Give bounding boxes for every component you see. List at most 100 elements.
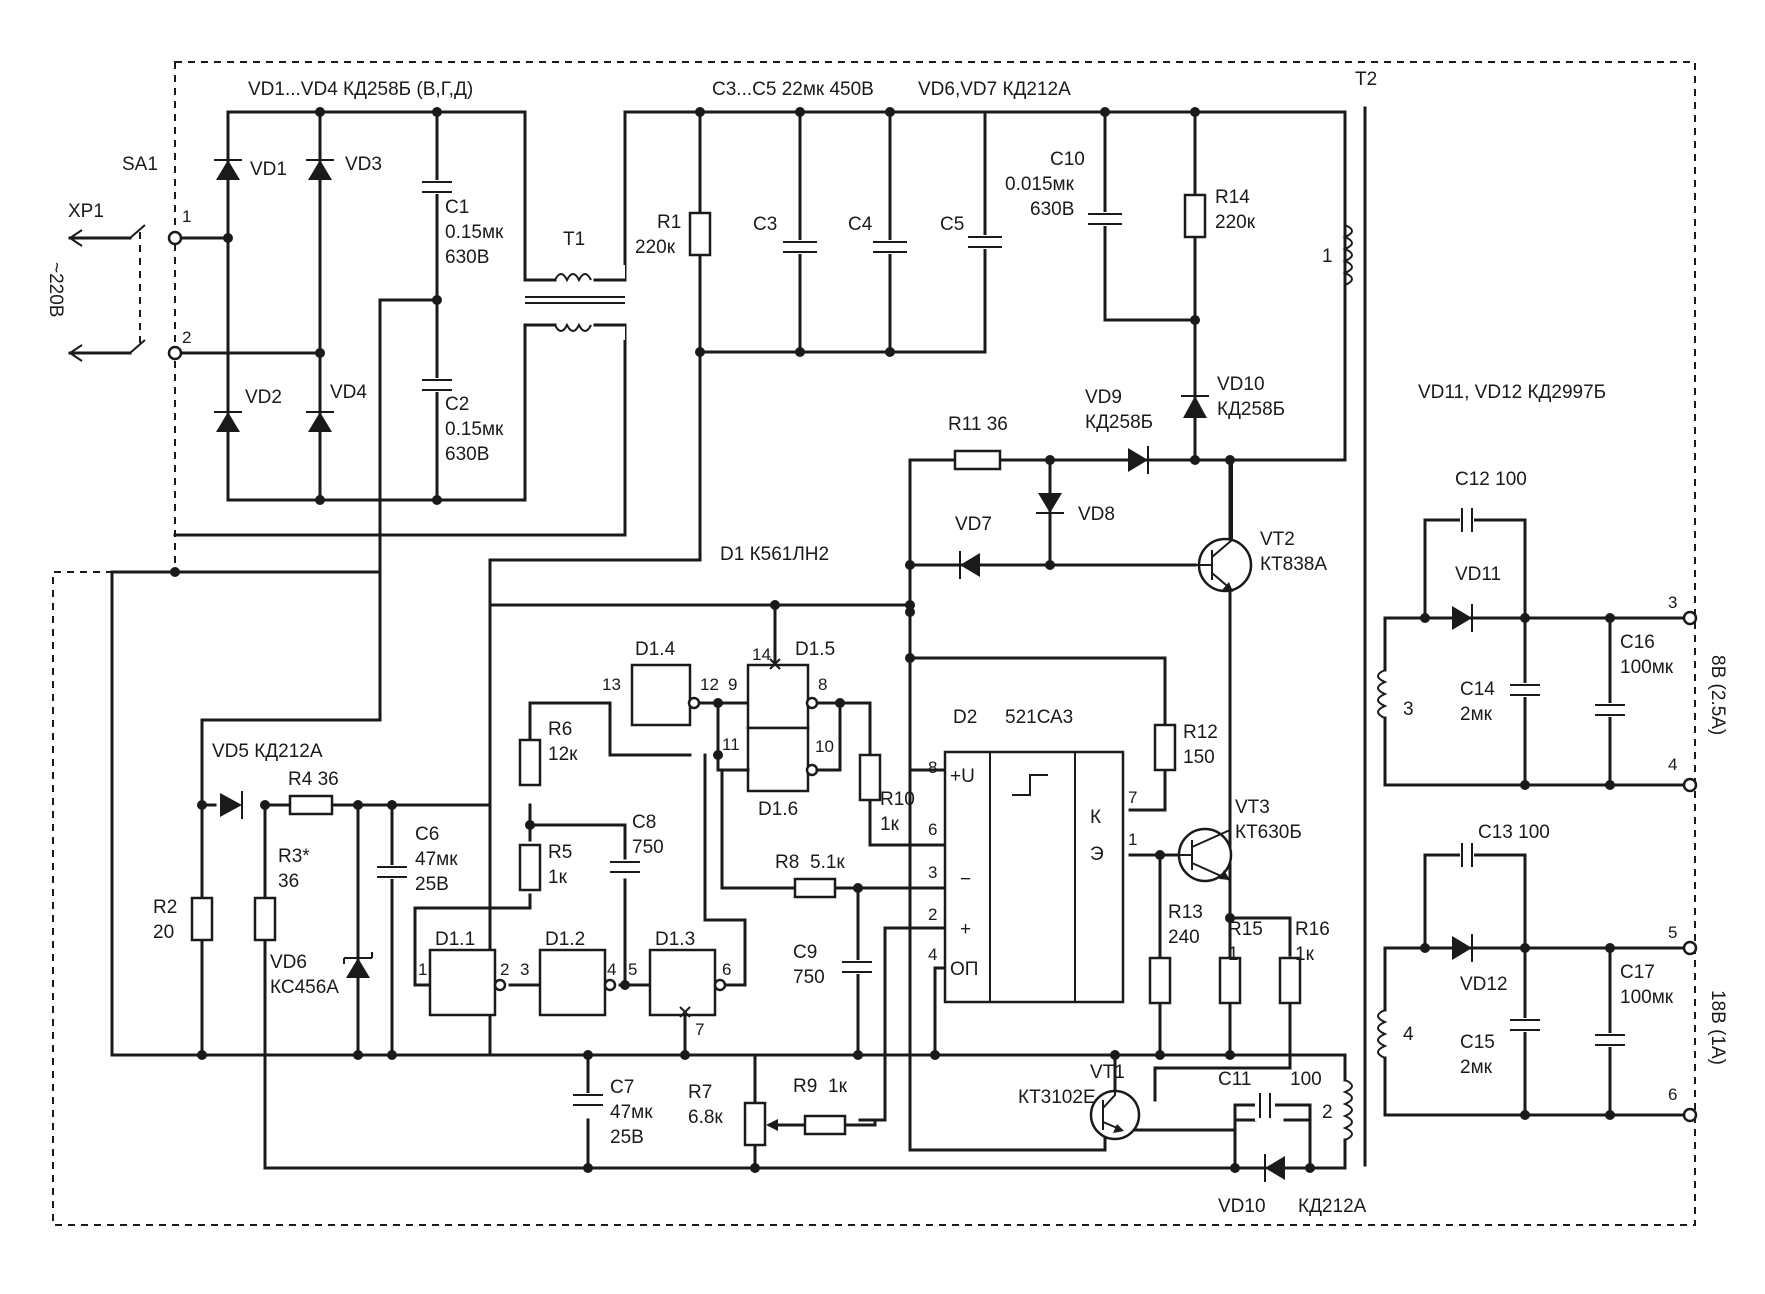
c8-capacitor [608,860,642,874]
d1-2-label: D1.2 [545,929,585,950]
vd3-label: VD3 [345,154,382,175]
r11-label: R11 36 [948,414,1008,435]
vd11-label: VD11 [1455,564,1501,585]
d1-6-label: D1.6 [758,799,798,820]
r8-label: R8 [775,852,799,873]
c2-voltage: 630В [445,444,489,465]
vt3-label: VT3 [1235,797,1270,818]
r7-value: 6.8к [688,1107,723,1128]
d1-3-gate [648,948,727,1018]
c16-value: 100мк [1620,657,1674,678]
r12-value: 150 [1183,747,1215,768]
enclosure-border [52,61,1696,1226]
r15-resistor [1218,956,1242,1005]
c3-label: C3 [753,214,777,235]
d2-comparator [943,750,1125,1004]
r8-value: 5.1к [810,852,845,873]
d1-5-label: D1.5 [795,639,835,660]
pin-6-gate: 6 [722,960,731,979]
r13-resistor [1148,956,1172,1005]
c7-capacitor [571,1093,605,1107]
winding-3-label: 3 [1403,699,1414,720]
r7-potentiometer [743,1101,778,1147]
d2-pin-minus: − [960,869,971,890]
vd9-diode [1128,446,1149,474]
d1-3-label: D1.3 [655,929,695,950]
d2-type: 521СА3 [1005,707,1073,728]
pin-7-d2: 7 [1128,788,1137,807]
r5-value: 1к [548,867,568,888]
r3-resistor [253,896,277,942]
c8-label: C8 [632,812,656,833]
r10-resistor [858,753,882,802]
r6-value: 12к [548,744,578,765]
c6-voltage: 25В [415,874,449,895]
c1-c2-capacitors [420,180,454,392]
r7-label: R7 [688,1082,712,1103]
d1-1-gate [428,948,507,1017]
bridge-diodes [214,159,334,432]
r5-resistor [518,843,542,892]
c5-label: C5 [940,214,964,235]
r3-label: R3* [278,846,310,867]
t2-label: T2 [1355,69,1377,90]
vt1-label: VT1 [1090,1062,1125,1083]
vd6-zener [343,952,373,978]
c11-label: C11 [1218,1069,1251,1090]
r16-resistor [1278,956,1302,1005]
c15-label: C15 [1460,1032,1495,1053]
pin-2-gate: 2 [500,960,509,979]
d2-pin-op: ОП [950,959,978,980]
junctions-control [197,600,1315,1173]
r14-label: R14 [1215,187,1250,208]
vd6-value: КС456А [270,977,339,998]
r13-label: R13 [1168,902,1203,923]
vd7-diode [959,551,980,579]
r10-value: 1к [880,814,900,835]
secondary-18v [1377,843,1698,1123]
r9-resistor [803,1114,847,1136]
pin-6-output: 6 [1668,1085,1677,1104]
r6-resistor [518,738,542,787]
c10-capacitor [1085,212,1125,226]
vd6-label: VD6 [270,952,307,973]
vt1-transistor [1089,1080,1141,1141]
r14-value: 220к [1215,212,1256,233]
pin-10: 10 [815,737,834,756]
r11-resistor [953,449,1002,471]
r2-value: 20 [153,922,174,943]
junctions-top [170,107,1200,577]
c3-c4-c5-capacitors [780,235,1005,254]
pin-4-output: 4 [1668,755,1677,774]
vd4-label: VD4 [330,382,367,403]
c15-value: 2мк [1460,1057,1493,1078]
d2-pin-plus-u: +U [950,766,975,787]
pin-3-d2: 3 [928,863,937,882]
vd10-bottom-value: КД212А [1298,1196,1367,1217]
mains-voltage-label: ~220В [45,262,66,317]
r4-resistor [288,794,334,816]
r9-label: R9 [793,1076,817,1097]
vd9-label: VD9 [1085,387,1122,408]
r5-label: R5 [548,842,572,863]
c11-capacitor [1233,1093,1312,1122]
pin-6-d2: 6 [928,820,937,839]
winding-1-label: 1 [1322,246,1333,267]
pin-8-d2: 8 [928,758,937,777]
vt2-value: КТ838А [1260,554,1327,575]
d1-2-gate [538,948,617,1017]
r2-resistor [190,896,214,942]
r4-label: R4 36 [288,769,339,790]
c13-label: C13 100 [1478,822,1550,843]
pin-4-gate: 4 [607,960,616,979]
winding-2-label: 2 [1322,1102,1333,1123]
vt1-value: КТ3102Е [1018,1087,1096,1108]
c17-label: C17 [1620,962,1655,983]
pin-12: 12 [700,675,719,694]
pin-9: 9 [728,675,737,694]
vd8-diode [1036,493,1064,514]
pin-5-output: 5 [1668,923,1677,942]
vd1-label: VD1 [250,159,287,180]
r14-resistor [1183,193,1207,239]
d2-pin-plus: + [960,919,971,940]
